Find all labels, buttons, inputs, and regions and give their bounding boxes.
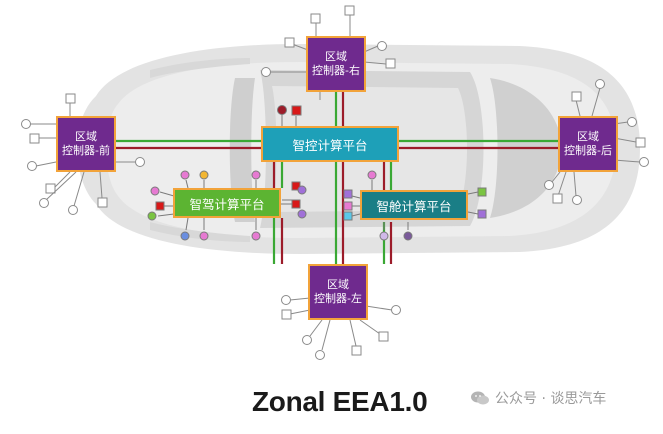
diagram-caption: Zonal EEA1.0 — [252, 386, 428, 417]
zone-controller-right[interactable]: 区域 控制器-右 — [306, 36, 366, 92]
zone-front-line1: 区域 — [75, 130, 97, 143]
watermark: 公众号 · 谈思汽车 — [470, 388, 606, 408]
zone-controller-rear[interactable]: 区域 控制器-后 — [558, 116, 618, 172]
watermark-text: 公众号 · 谈思汽车 — [495, 391, 607, 407]
platform-center-label: 智控计算平台 — [292, 137, 368, 153]
zone-rear-line1: 区域 — [577, 130, 599, 143]
wechat-icon — [471, 391, 489, 405]
zone-right-line2: 控制器-右 — [312, 64, 360, 77]
peripheral-devices — [21, 5, 649, 360]
backbone-links — [116, 92, 558, 264]
platform-driving-label: 智驾计算平台 — [189, 196, 265, 212]
zone-left-line2: 控制器-左 — [314, 292, 362, 305]
platform-cockpit-label: 智舱计算平台 — [376, 198, 452, 214]
platform-smart-control[interactable]: 智控计算平台 — [261, 126, 399, 162]
zone-controller-front[interactable]: 区域 控制器-前 — [56, 116, 116, 172]
platform-smart-cockpit[interactable]: 智舱计算平台 — [360, 190, 468, 220]
platform-devices — [147, 105, 487, 241]
zone-controller-left[interactable]: 区域 控制器-左 — [308, 264, 368, 320]
zone-rear-line2: 控制器-后 — [564, 144, 612, 157]
zone-right-line1: 区域 — [325, 50, 347, 63]
zone-left-line1: 区域 — [327, 278, 349, 291]
zone-front-line2: 控制器-前 — [62, 144, 110, 157]
platform-smart-driving[interactable]: 智驾计算平台 — [173, 188, 281, 218]
